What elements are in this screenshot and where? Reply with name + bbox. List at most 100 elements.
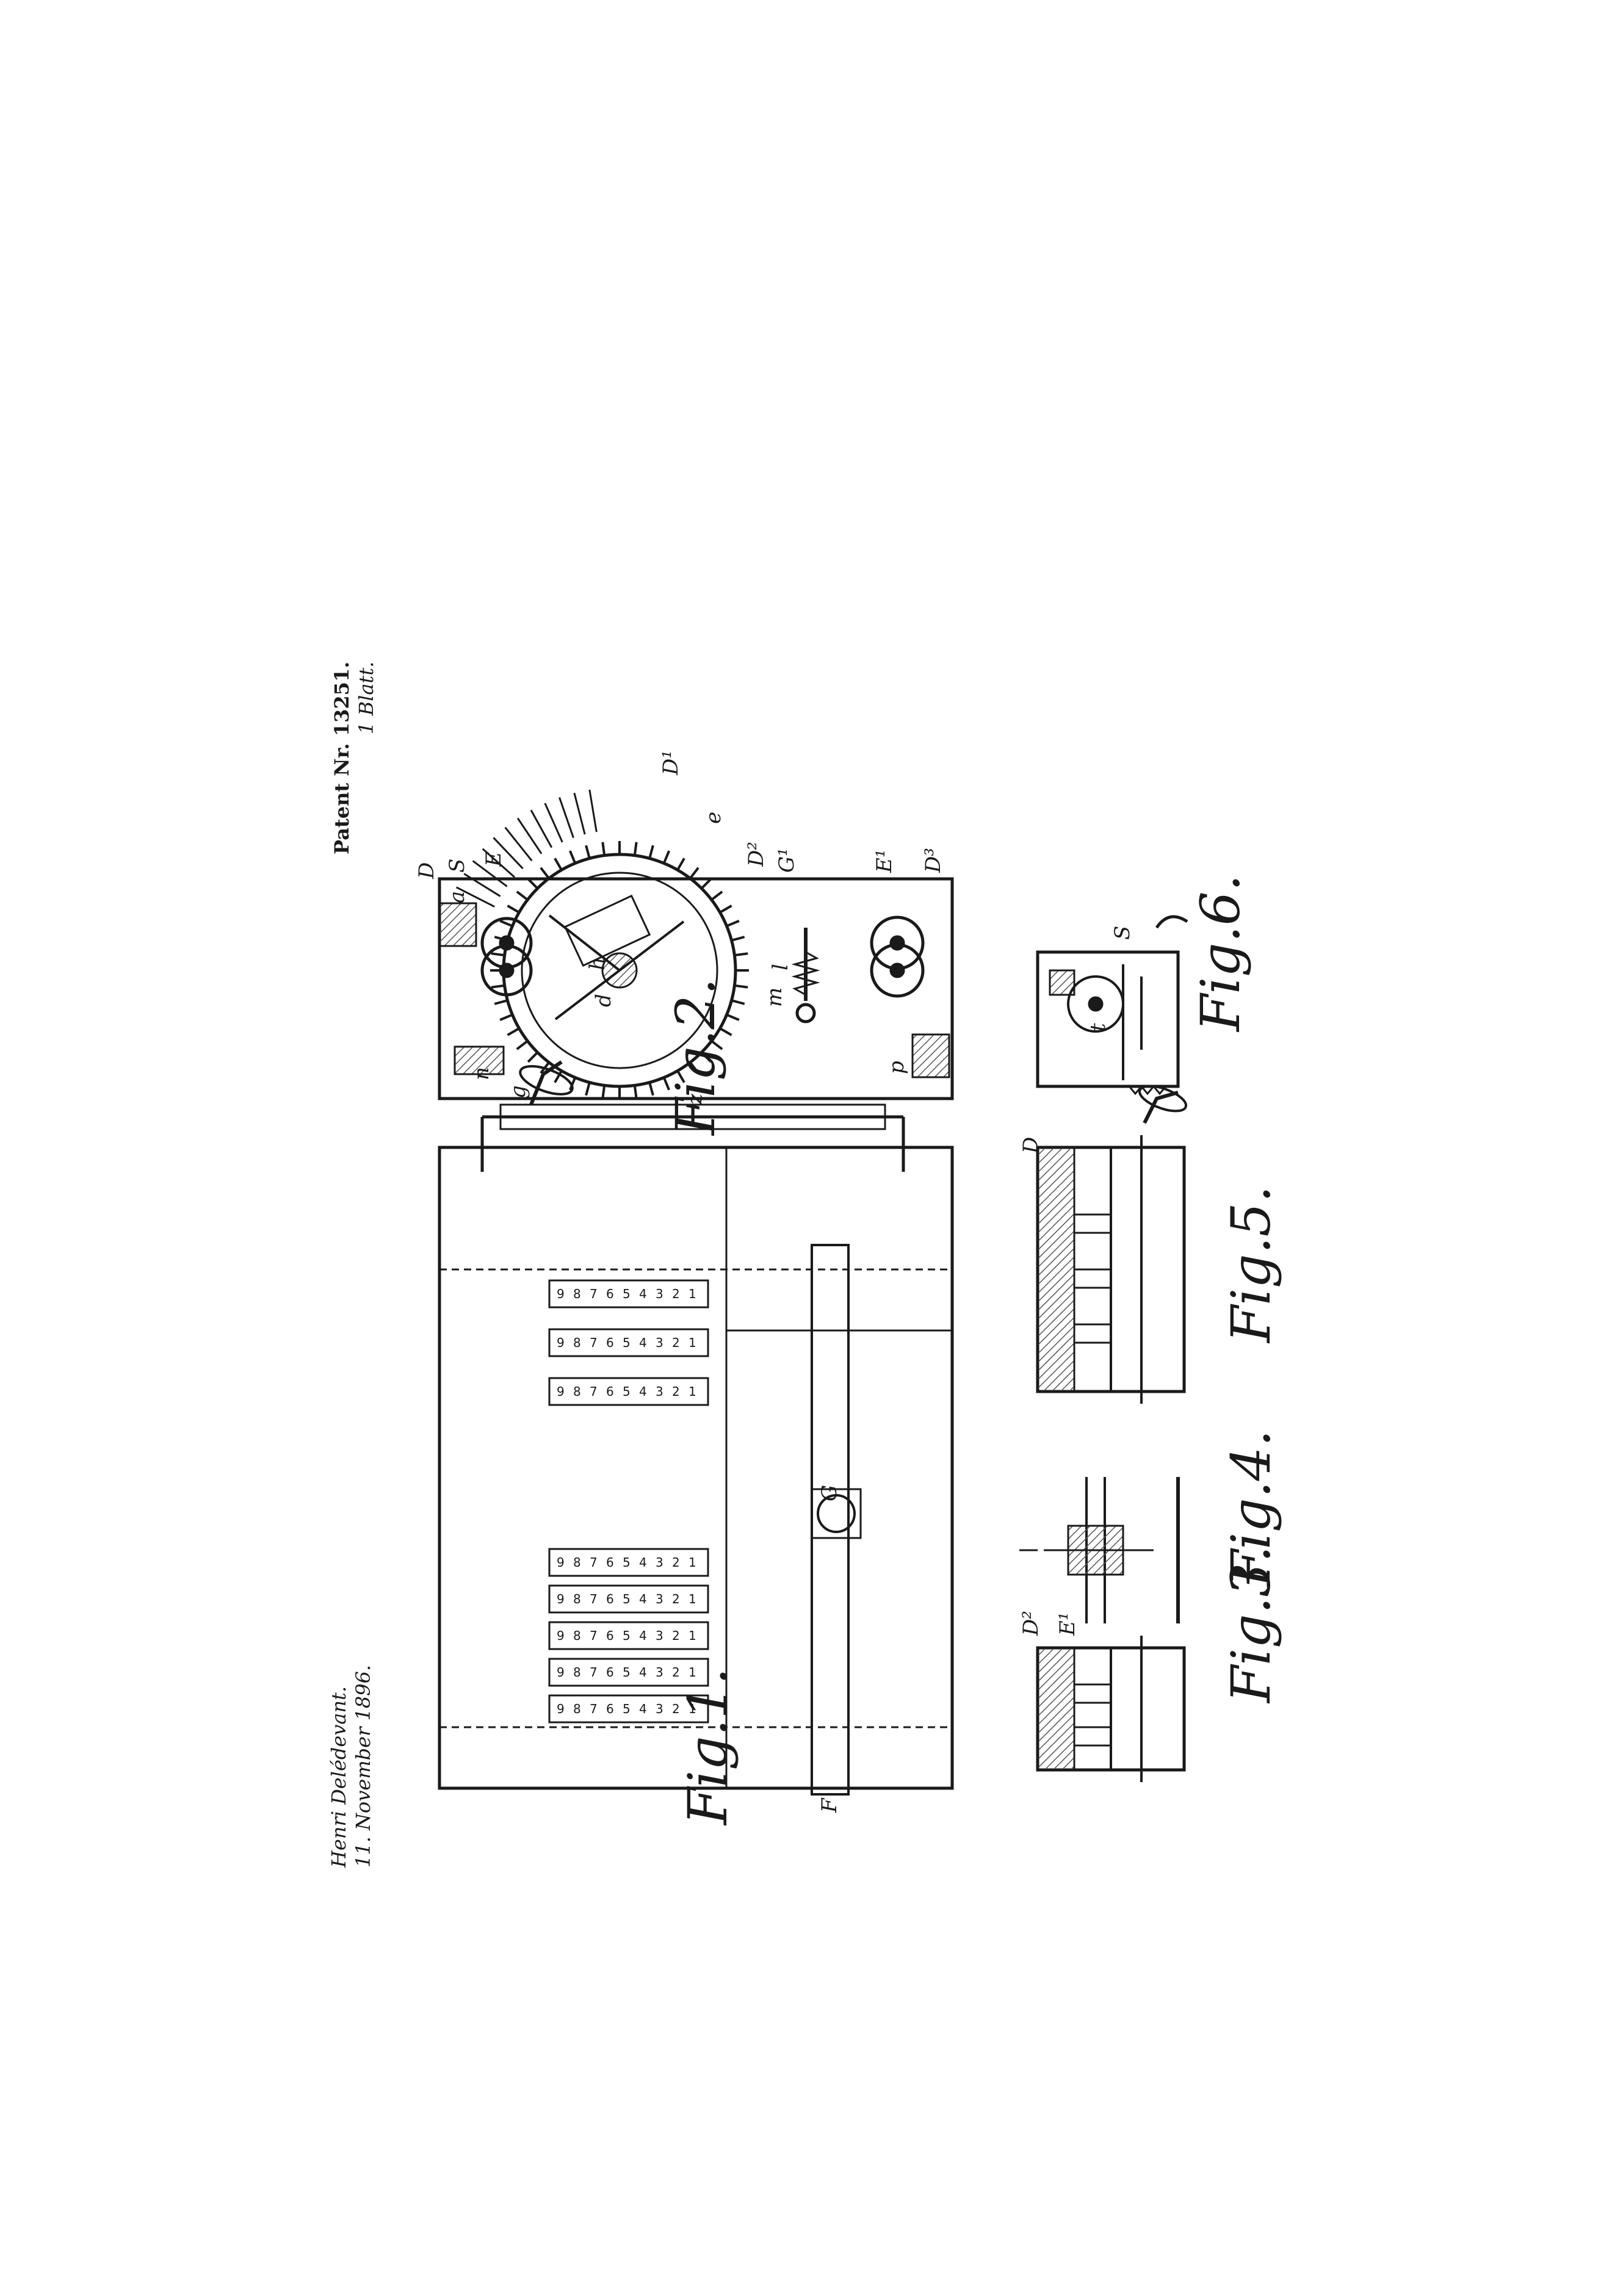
gear-tooth (491, 952, 505, 957)
gear-tooth (527, 1051, 539, 1063)
fig2-block-left (438, 902, 477, 947)
counter-digit: 8 (573, 1702, 581, 1716)
gear-tooth (700, 878, 712, 890)
fig5-crank-handle (1143, 1091, 1179, 1124)
gear-tooth (601, 1085, 606, 1099)
gear-tooth (700, 1051, 712, 1063)
gear-tooth (491, 984, 505, 989)
counter-wheel (548, 1377, 709, 1406)
ref-G1: G¹ (775, 848, 799, 873)
ref-D3: D³ (921, 848, 945, 873)
counter-digit: 1 (689, 1287, 696, 1301)
counter-wheel (548, 1658, 709, 1687)
counter-digit: 7 (590, 1555, 598, 1570)
gear-tooth (601, 842, 606, 856)
ref-fig6-S: S (1110, 926, 1135, 940)
gear-tooth (726, 1013, 740, 1021)
counter-digit: 2 (672, 1592, 680, 1606)
counter-digit: 4 (639, 1555, 647, 1570)
figure-3 (1036, 1636, 1186, 1782)
figure-4 (1019, 1477, 1180, 1623)
ref-D2: D² (744, 842, 768, 867)
gear-tooth (676, 1070, 685, 1083)
ref-F: F (817, 1797, 842, 1813)
counter-digit: 5 (623, 1628, 631, 1643)
fig3-caption: Fig.3. (1220, 1546, 1282, 1704)
counter-digit: 1 (689, 1335, 696, 1350)
fig2-housing (438, 877, 954, 1100)
figure-2 (438, 789, 954, 1100)
counter-digit: 1 (689, 1384, 696, 1399)
gear-tooth (719, 1027, 732, 1036)
counter-digit: 3 (656, 1384, 663, 1399)
counter-digit: 2 (672, 1665, 680, 1680)
key-arm (456, 886, 495, 908)
gear-tooth (569, 1077, 577, 1091)
gear-tooth (540, 867, 550, 879)
fig1-crank-handle (529, 1060, 563, 1106)
key-arm (530, 809, 553, 848)
counter-digit: 2 (672, 1384, 680, 1399)
counter-digit: 2 (672, 1555, 680, 1570)
ref-p: p (884, 1061, 909, 1074)
gear-tooth (507, 1027, 520, 1036)
gear-tooth (499, 1013, 513, 1021)
gear-tooth (662, 1077, 670, 1091)
gear-tooth (527, 878, 539, 890)
gear-tooth (585, 1082, 591, 1096)
gear-tooth (676, 857, 685, 871)
counter-digit: 1 (689, 1555, 696, 1570)
counter-digit: 7 (590, 1628, 598, 1643)
fig2-foot-left (454, 1045, 505, 1075)
counter-digit: 2 (672, 1702, 680, 1716)
counter-digit: 7 (590, 1702, 598, 1716)
ref-G: G (817, 1485, 842, 1501)
gear-tooth (633, 842, 638, 856)
fig1-crank-shaft (499, 1103, 886, 1130)
counter-digit: 9 (557, 1628, 565, 1643)
key-arm (472, 860, 508, 887)
gear-tooth (516, 1040, 529, 1050)
gear-tooth (499, 920, 513, 928)
counter-digit: 9 (557, 1287, 565, 1301)
counter-wheel (548, 1621, 709, 1650)
counter-digit: 5 (623, 1384, 631, 1399)
counter-digit: 8 (573, 1287, 581, 1301)
counter-digit: 1 (689, 1628, 696, 1643)
key-arm (463, 873, 501, 897)
gear-tooth (710, 890, 723, 901)
gear-tooth (710, 1040, 723, 1050)
ref-t: t (1086, 1023, 1110, 1031)
counter-wheel (548, 1279, 709, 1309)
gear-tooth (648, 845, 654, 859)
gear-tooth (734, 952, 748, 957)
fig2-caption: Fig.2. (664, 978, 727, 1136)
gear-tooth (726, 920, 740, 928)
key-arm (558, 797, 574, 839)
ref-d: d (591, 994, 616, 1007)
counter-digit: 3 (656, 1702, 663, 1716)
fig6-housing (1036, 950, 1180, 1088)
counter-wheel (548, 1694, 709, 1724)
fig6-caption: Fig.6. (1189, 875, 1252, 1033)
counter-digit: 3 (656, 1335, 663, 1350)
gear-tooth (719, 904, 732, 914)
counter-digit: 5 (623, 1287, 631, 1301)
counter-digit: 8 (573, 1628, 581, 1643)
counter-digit: 5 (623, 1702, 631, 1716)
figure-6 (1036, 915, 1188, 1096)
gear-tooth (689, 867, 699, 879)
counter-digit: 6 (606, 1702, 614, 1716)
counter-digit: 9 (557, 1384, 565, 1399)
counter-digit: 7 (590, 1287, 598, 1301)
counter-digit: 4 (639, 1592, 647, 1606)
ref-n: n (469, 1067, 494, 1080)
gear-tooth (494, 999, 508, 1005)
fig1-slide-bar (811, 1244, 850, 1796)
ref-h: h (585, 957, 610, 970)
counter-digit: 9 (557, 1702, 565, 1716)
ref-D1: D¹ (659, 750, 683, 776)
